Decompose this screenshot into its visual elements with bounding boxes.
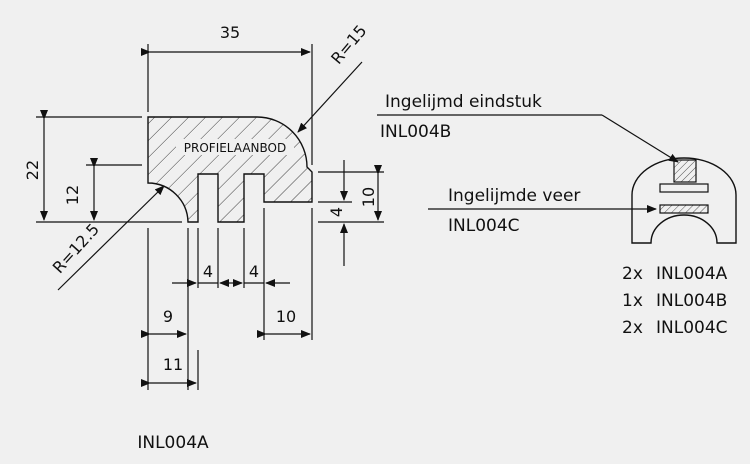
dim-10-label: 10 [359, 187, 378, 207]
dim-11-label: 11 [163, 355, 183, 374]
dimension-offset-10: 10 [257, 307, 311, 338]
dim-r15-label: R=15 [327, 21, 370, 68]
end-piece-code: INL004B [380, 122, 451, 142]
dimension-slot-widths: 4 4 [172, 262, 290, 287]
dim-22-label: 22 [23, 160, 42, 180]
dimension-bottom-extensions [147, 208, 313, 390]
end-piece-label: Ingelijmd eindstuk [385, 92, 542, 112]
dimension-edge-height: 10 [318, 165, 384, 223]
callout-end-piece: Ingelijmd eindstuk INL004B [377, 92, 679, 163]
profile-outline [147, 116, 313, 223]
dim-12-label: 12 [63, 185, 82, 205]
dim-10-bottom-label: 10 [276, 307, 296, 326]
profile-part-code: INL004A [137, 433, 209, 453]
profile-label-bg [176, 139, 294, 155]
parts-list-code-1: INL004A [656, 264, 728, 284]
dimension-height-inner: 12 [63, 158, 142, 221]
parts-list: 2x INL004A 1x INL004B 2x INL004C [622, 264, 728, 338]
dimension-offset-11: 11 [141, 350, 199, 390]
parts-list-qty-3: 2x [622, 318, 643, 338]
dim-4-slot2-label: 4 [249, 262, 259, 281]
tongue-label: Ingelijmde veer [448, 186, 580, 206]
end-piece-block [673, 159, 697, 183]
callout-tongue: Ingelijmde veer INL004C [428, 186, 657, 236]
dim-4-slot1-label: 4 [203, 262, 213, 281]
tongue-code: INL004C [448, 216, 520, 236]
parts-list-code-3: INL004C [656, 318, 728, 338]
parts-list-code-2: INL004B [656, 291, 727, 311]
parts-list-qty-1: 2x [622, 264, 643, 284]
parts-list-qty-2: 1x [622, 291, 643, 311]
dimension-width-top: 35 [141, 23, 313, 165]
lower-tongue [659, 204, 709, 214]
profile-section: PROFIELAANBOD [147, 116, 313, 223]
profile-label: PROFIELAANBOD [184, 141, 286, 155]
dim-r125-label: R=12.5 [49, 220, 103, 277]
dimension-radius-top: R=15 [297, 21, 370, 133]
assembly-outline [631, 157, 737, 244]
assembly-detail [631, 157, 737, 244]
dimension-slot-depth: 4 [318, 160, 352, 266]
dim-4-depth-label: 4 [327, 207, 346, 217]
dim-35-label: 35 [220, 23, 240, 42]
upper-tongue [659, 183, 709, 193]
dim-9-label: 9 [163, 307, 173, 326]
dimension-offset-9: 9 [141, 307, 187, 338]
dimension-height-total: 22 [23, 110, 182, 223]
